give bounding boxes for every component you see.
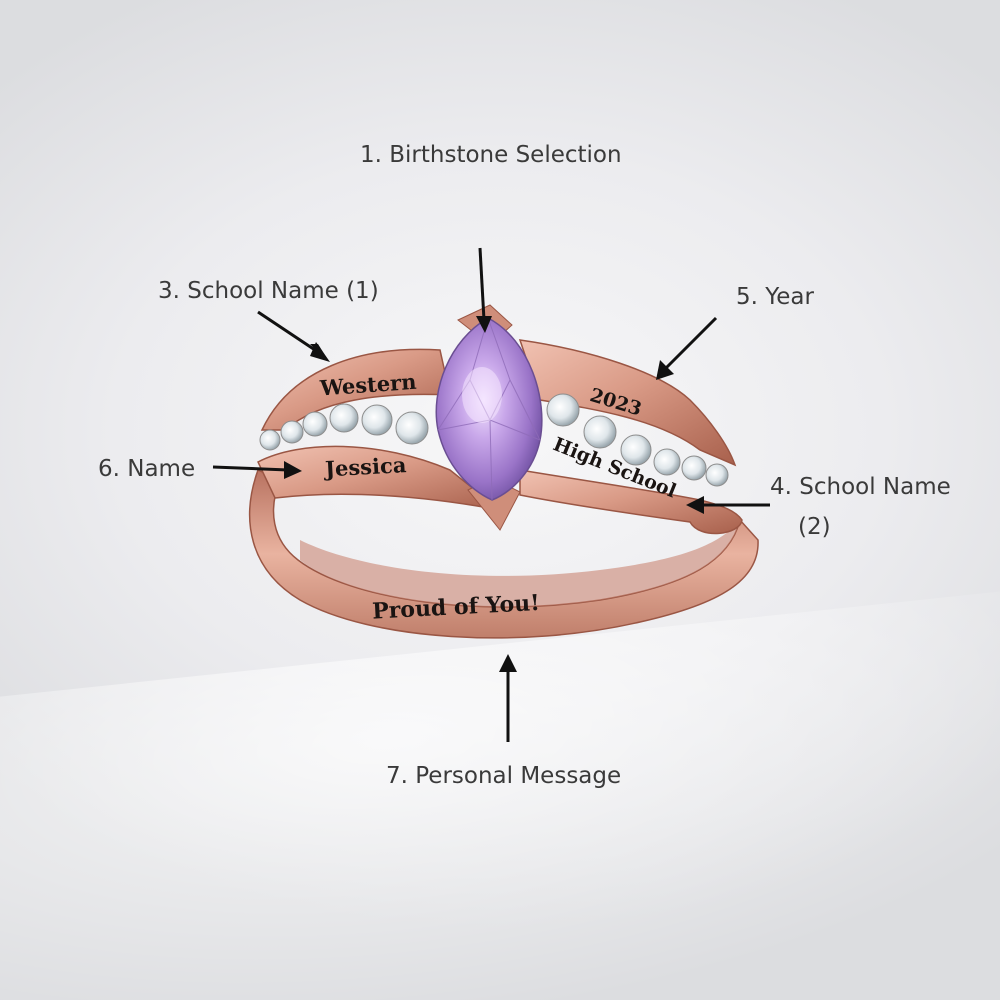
engraving-name: Jessica <box>322 452 407 481</box>
arrow-year <box>656 316 718 380</box>
label-school-name-1: 3. School Name (1) <box>158 278 379 304</box>
left-diamond-row <box>259 403 429 451</box>
arrow-name <box>212 461 302 479</box>
label-name: 6. Name <box>98 456 196 482</box>
arrow-personal-message <box>499 654 517 742</box>
label-school-name-2-line2: (2) <box>798 514 831 540</box>
ring-band <box>248 468 759 639</box>
ring-band-inner <box>300 520 740 607</box>
right-lower-shoulder <box>519 469 743 535</box>
right-upper-shoulder <box>518 339 737 467</box>
label-birthstone-selection: 1. Birthstone Selection <box>360 142 622 168</box>
label-personal-message: 7. Personal Message <box>386 763 622 789</box>
label-school-name-2-line1: 4. School Name <box>770 474 951 500</box>
callout-arrows <box>212 247 770 742</box>
label-year: 5. Year <box>736 284 814 310</box>
right-diamond-row <box>546 393 729 487</box>
arrow-school-name-2 <box>686 496 770 514</box>
arrow-school-name-1 <box>257 310 330 362</box>
arrow-birthstone <box>476 247 492 333</box>
birthstone-sparkle <box>462 367 502 423</box>
